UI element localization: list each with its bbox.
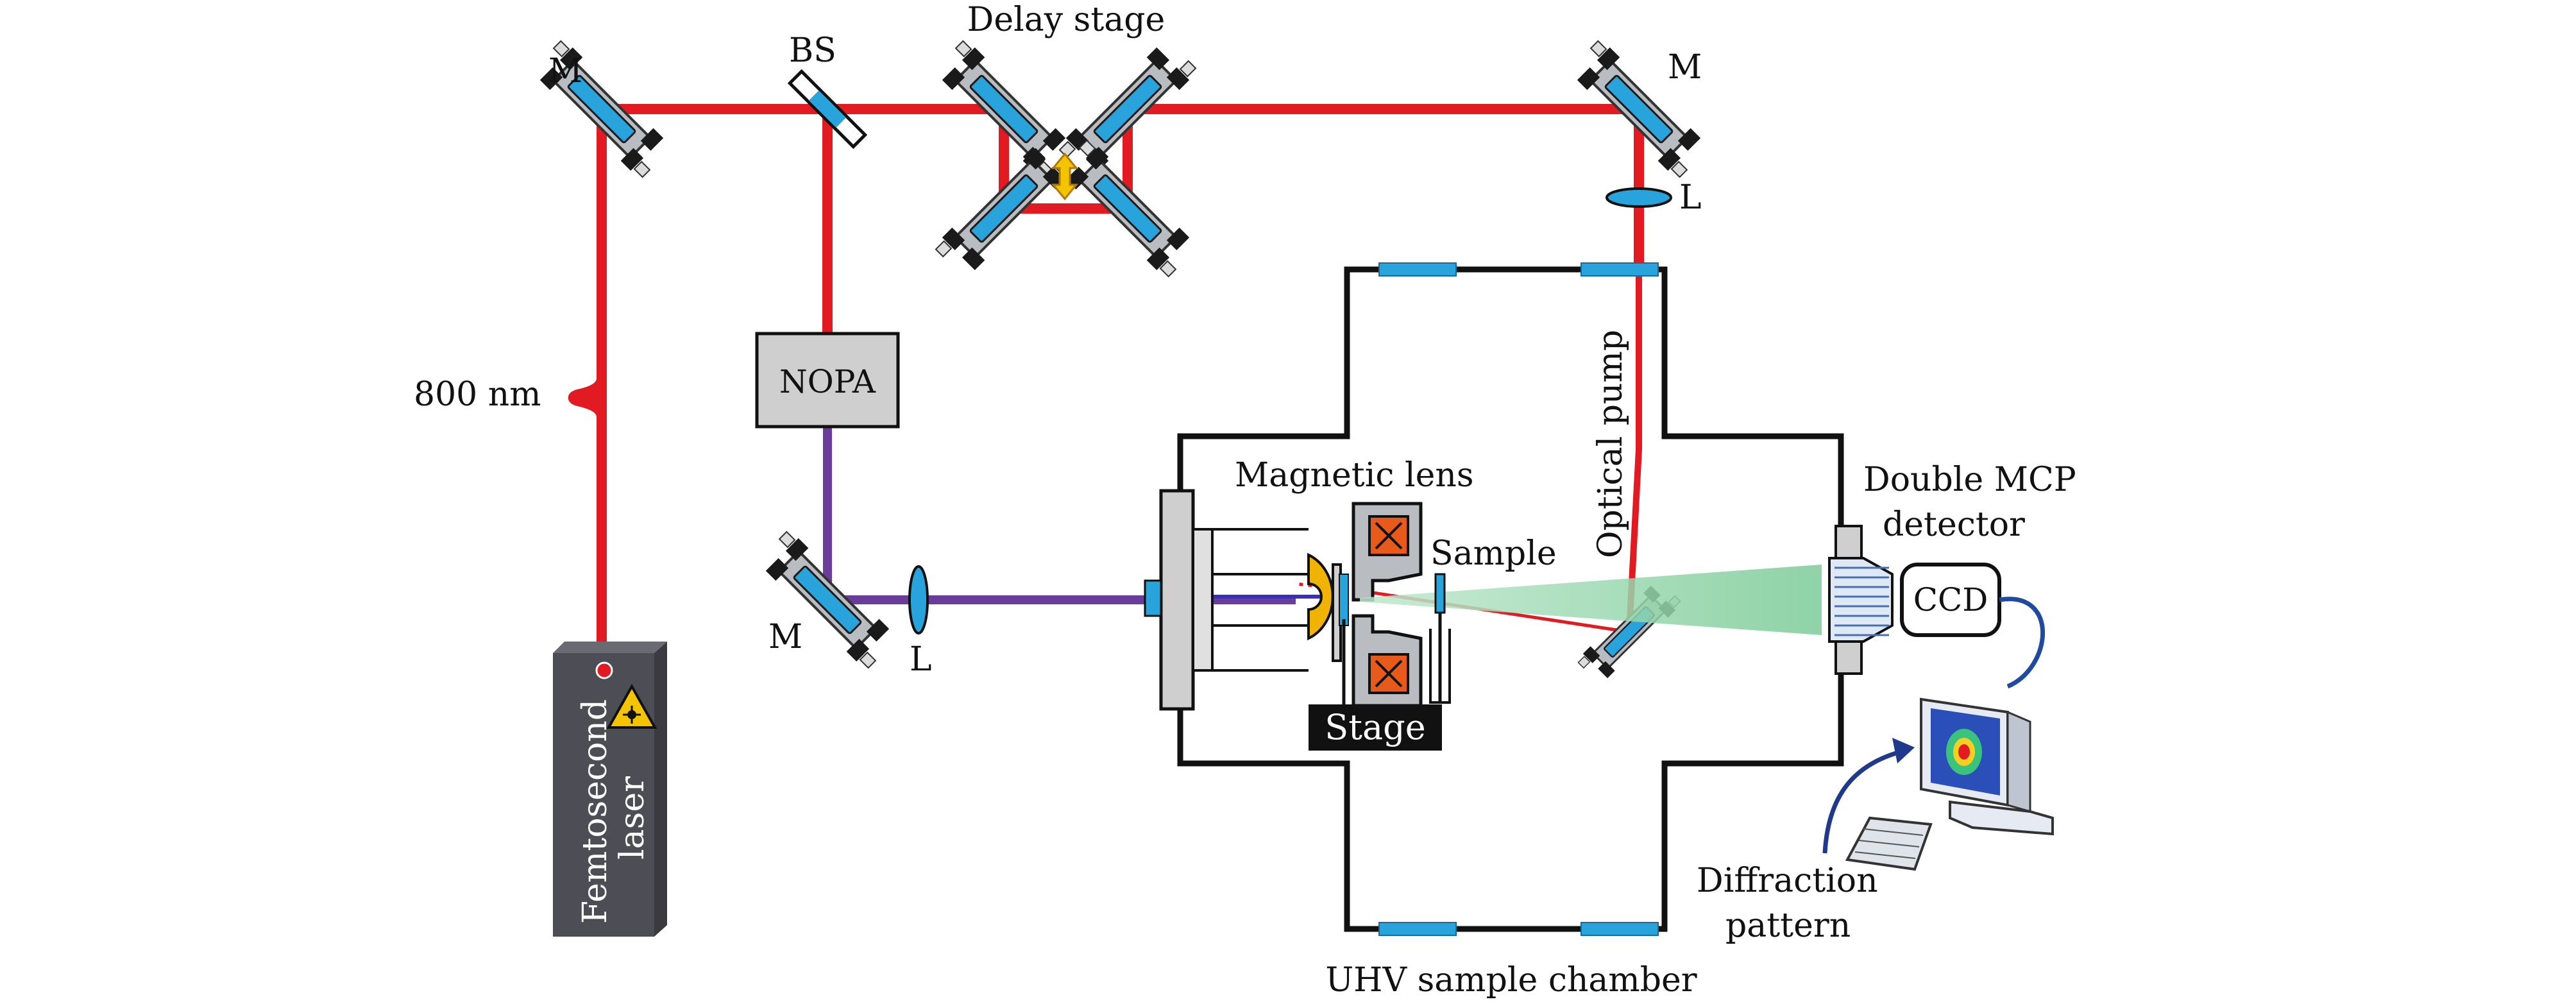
nopa-label: NOPA — [779, 363, 876, 400]
diffraction-label-2: pattern — [1725, 906, 1851, 945]
lens-label-top: L — [1679, 178, 1702, 217]
magnetic-lens-label: Magnetic lens — [1235, 456, 1474, 495]
mirror-label-tr: M — [1668, 48, 1702, 87]
magnetic-lens — [1352, 502, 1423, 708]
lens-icon — [1606, 187, 1672, 208]
detector-label-2: detector — [1883, 506, 2025, 544]
mirror-label-tl: M — [548, 52, 582, 90]
pulse-shape — [568, 378, 607, 418]
wavelength-label: 800 nm — [414, 375, 541, 414]
laser-label-2: laser — [613, 776, 652, 860]
detector-label-1: Double MCP — [1863, 461, 2076, 499]
stage-box — [1309, 704, 1442, 751]
stage-label: Stage — [1325, 707, 1425, 747]
chamber-label: UHV sample chamber — [1325, 961, 1697, 1000]
delay-stage-label: Delay stage — [967, 1, 1165, 39]
bs-label: BS — [789, 31, 836, 70]
optical-pump-label: Optical pump — [1591, 330, 1630, 558]
double-arrow-icon — [1051, 152, 1079, 201]
electron-beam-cone — [1360, 565, 1822, 635]
diffraction-label-1: Diffraction — [1697, 862, 1878, 900]
ccd-cable — [1999, 597, 2046, 689]
sample-holder — [1429, 573, 1451, 704]
chamber-windows — [1378, 262, 1659, 936]
electron-gun — [1144, 489, 1349, 711]
lens-label-uv: L — [910, 640, 932, 679]
nopa-box — [755, 332, 900, 429]
pattern-arrow — [1822, 748, 1906, 854]
uhv-chamber — [1177, 266, 1844, 932]
sample-label: Sample — [1430, 534, 1557, 573]
beam-splitter — [787, 69, 868, 149]
ccd-label: CCD — [1913, 581, 1988, 618]
mirror-label-uv: M — [768, 618, 802, 656]
laser-label-1: Femtosecond — [576, 699, 614, 924]
computer-icon — [1845, 697, 2054, 871]
laser-warning-icon — [606, 683, 657, 729]
lens-icon — [908, 565, 929, 634]
femtosecond-laser: Femtosecond laser — [553, 642, 667, 937]
mcp-detector — [1828, 525, 1894, 675]
